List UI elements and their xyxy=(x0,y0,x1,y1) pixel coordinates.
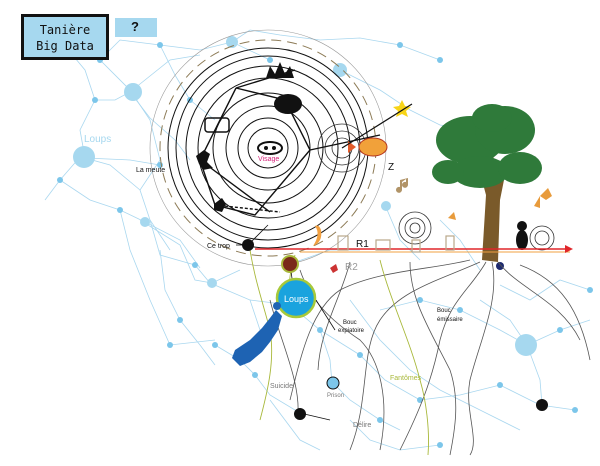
network-node xyxy=(572,407,578,413)
faded-icons xyxy=(337,235,455,253)
loups-node xyxy=(275,277,317,319)
ce-trop-node xyxy=(242,239,254,251)
spider-icon xyxy=(496,262,504,270)
network-node xyxy=(117,207,123,213)
olive-roots xyxy=(249,249,429,456)
network-node xyxy=(377,417,383,423)
dark-nodes xyxy=(242,239,548,420)
label-loups-big: Loups xyxy=(284,294,309,304)
network-node xyxy=(252,372,258,378)
network-node xyxy=(317,327,323,333)
network-node xyxy=(192,262,198,268)
label-ce-trop: Ce trop xyxy=(207,243,230,250)
network-nodes xyxy=(57,36,593,448)
network-node xyxy=(140,217,150,227)
tree-icon xyxy=(432,104,542,262)
label-loups-small: Loups xyxy=(84,134,111,145)
music-note-icon xyxy=(396,178,408,193)
network-node xyxy=(357,352,363,358)
network-node xyxy=(397,42,403,48)
network-node xyxy=(124,83,142,101)
label-r1: R1 xyxy=(356,239,369,250)
network-node xyxy=(515,334,537,356)
title-line-2: Big Data xyxy=(36,39,94,53)
label-z: Z xyxy=(388,162,394,173)
roots xyxy=(269,259,591,456)
fish-icon xyxy=(348,137,388,157)
network-node xyxy=(167,342,173,348)
brown-node xyxy=(281,255,299,273)
network-node xyxy=(267,57,273,63)
network-node xyxy=(457,307,463,313)
help-button[interactable]: ? xyxy=(115,18,157,37)
label-bouc-expiatoire-1: Bouc xyxy=(343,320,357,326)
label-bouc-expiatoire-2: expiatoire xyxy=(338,328,365,334)
mask-icon xyxy=(274,94,302,114)
help-label: ? xyxy=(131,19,139,34)
frame-icon xyxy=(204,117,230,133)
crown-icon xyxy=(266,62,294,78)
label-delire: Délire xyxy=(353,422,371,429)
label-visage: Visage xyxy=(258,156,279,163)
cat-icon xyxy=(516,221,528,250)
network-node xyxy=(226,36,238,48)
network-node xyxy=(92,97,98,103)
network-node xyxy=(157,42,163,48)
black-node xyxy=(536,399,548,411)
black-node xyxy=(294,408,306,420)
network-node xyxy=(73,146,95,168)
visage-icon xyxy=(257,141,283,155)
network-node xyxy=(557,327,563,333)
title-line-1: Tanière xyxy=(39,23,91,37)
label-r2: R2 xyxy=(345,262,358,273)
star-icon xyxy=(341,100,413,149)
label-fantomes: Fantômes xyxy=(390,375,422,382)
network-node xyxy=(333,63,347,77)
dragon-icon xyxy=(196,150,226,212)
network-node xyxy=(207,278,217,288)
network-node xyxy=(417,397,423,403)
label-la-meute: La meute xyxy=(136,167,165,174)
flame-icon xyxy=(313,225,338,273)
network-node xyxy=(437,57,443,63)
network-node xyxy=(437,442,443,448)
network-node xyxy=(417,297,423,303)
label-prison: Prison xyxy=(327,393,344,399)
title-box: Tanière Big Data xyxy=(21,14,109,60)
network-node xyxy=(177,317,183,323)
network-node xyxy=(57,177,63,183)
network-node xyxy=(381,201,391,211)
labels: Loups La meute Visage Z Ce trop R1 R2 Lo… xyxy=(84,134,463,429)
prison-node xyxy=(326,376,340,390)
network-node xyxy=(212,342,218,348)
butterfly-icon xyxy=(448,188,552,220)
network-node xyxy=(497,382,503,388)
label-suicide: Suicide xyxy=(270,383,293,390)
label-bouc-emissaire-1: Bouc xyxy=(437,308,451,314)
network-node xyxy=(587,287,593,293)
wolf-icon xyxy=(232,302,282,366)
label-bouc-emissaire-2: émissaire xyxy=(437,317,463,323)
